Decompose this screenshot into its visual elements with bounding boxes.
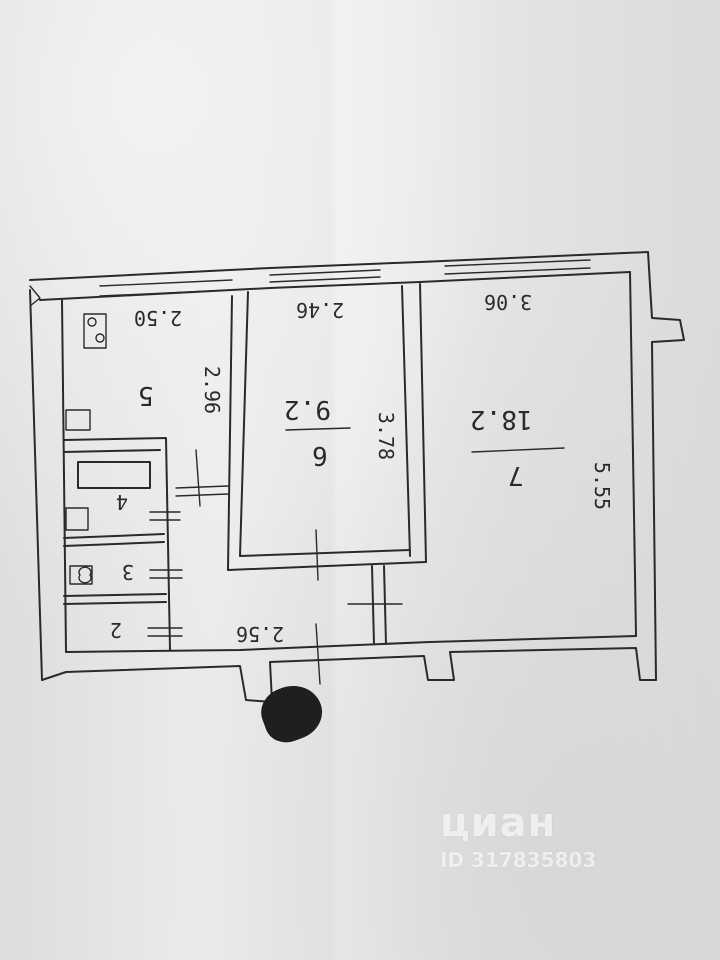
kitchen-number: 5 bbox=[138, 380, 154, 410]
kitchen-width: 2.50 bbox=[134, 306, 183, 330]
hall-width: 2.56 bbox=[236, 622, 285, 646]
bath-block bbox=[63, 437, 171, 651]
room7-width: 3.06 bbox=[484, 290, 533, 314]
outer-wall-top bbox=[29, 251, 649, 281]
outer-wall-bottom-inner bbox=[65, 635, 637, 653]
room6-depth: 3.78 bbox=[374, 411, 399, 461]
outer-wall-right bbox=[629, 271, 637, 637]
wall-kitchen-room6 bbox=[227, 295, 233, 571]
room7-area: 18.2 bbox=[470, 404, 533, 434]
wall-room6-bottom bbox=[227, 561, 427, 571]
washbasin-icon bbox=[65, 507, 89, 531]
window-kitchen bbox=[99, 279, 233, 287]
outer-wall-left bbox=[29, 289, 43, 681]
room7-number: 7 bbox=[508, 460, 524, 490]
room6-area: 9.2 bbox=[284, 394, 331, 424]
stove-icon bbox=[83, 313, 107, 349]
window-small-room bbox=[269, 269, 381, 276]
wall-room6-room7 bbox=[401, 285, 411, 557]
room7-depth: 5.55 bbox=[590, 461, 615, 511]
toilet-icon bbox=[69, 565, 93, 585]
outer-wall-left-inner bbox=[61, 299, 67, 653]
sink-icon bbox=[65, 409, 91, 431]
room6-number: 6 bbox=[312, 440, 328, 470]
watermark-brand: циан bbox=[440, 800, 557, 846]
watermark: циан ID 317835803 bbox=[440, 800, 596, 872]
outer-wall-top-inner bbox=[39, 271, 631, 301]
outer-wall-right-inner bbox=[647, 251, 685, 681]
outer-wall-bottom bbox=[41, 647, 657, 703]
toilet-number: 3 bbox=[122, 560, 135, 584]
bath-number: 4 bbox=[116, 490, 129, 514]
watermark-listing-id: ID 317835803 bbox=[440, 848, 597, 872]
kitchen-depth: 2.96 bbox=[200, 365, 225, 415]
bathtub bbox=[77, 461, 151, 489]
window-large-room bbox=[444, 259, 591, 267]
room6-width: 2.46 bbox=[296, 298, 345, 322]
closet-number: 2 bbox=[110, 618, 123, 642]
